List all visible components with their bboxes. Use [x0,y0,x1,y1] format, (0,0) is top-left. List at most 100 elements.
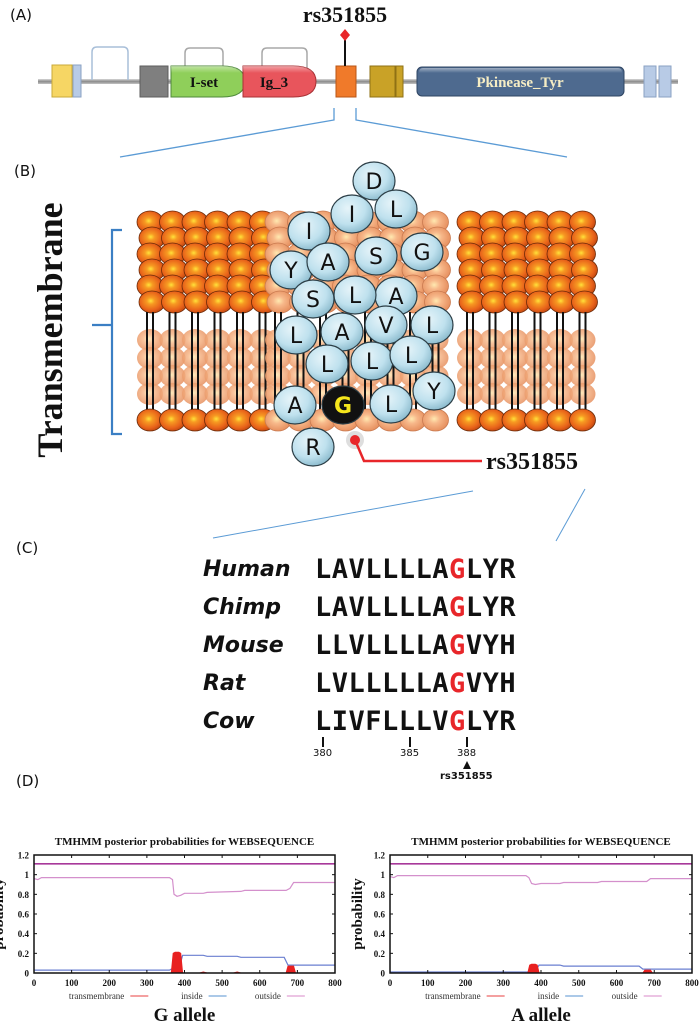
residue-l: L [389,335,433,375]
exon-gray [139,65,169,98]
x-tick-label: 0 [388,978,393,988]
series-outside [389,874,692,886]
lipid-inner [479,329,506,351]
lipid-inner [182,365,208,387]
residue-i: I [287,211,331,251]
lipid-head [569,408,596,432]
lipid-inner [569,329,596,351]
snp-diamond-icon [340,29,350,41]
svg-text:L: L [290,324,303,349]
lipid-inner [227,383,253,405]
snp-residue: G [449,629,466,661]
svg-text:Y: Y [426,380,441,405]
zoom-connector-right [555,488,586,542]
lipid-inner [502,347,528,369]
y-tick-label: 0 [381,969,386,979]
exon-snp-orange [335,65,357,98]
svg-text:S: S [369,245,383,270]
residue-a: A [273,385,317,425]
residue-i: I [330,194,374,234]
zoom-connector-right [355,108,568,158]
lipid-inner [457,329,483,351]
intron-arc [184,47,224,80]
lipid-inner [159,347,186,369]
residue-y: Y [269,250,313,290]
snp-label-alignment: rs351855 [440,771,493,782]
svg-text:I: I [349,203,356,228]
svg-text:S: S [306,288,320,313]
domain-label-i-set: I-set [190,75,218,91]
lipid-inner [457,383,483,405]
residue-s: S [354,236,398,276]
svg-text:G: G [334,394,352,419]
tmhmm-chart-g-allele: TMHMM posterior probabilities for WEBSEQ… [0,836,342,1026]
sequence-post: LYR [465,553,517,585]
lipid-inner [204,383,231,405]
sequence-pre: LAVLLLLA [315,591,450,623]
lipid-inner [182,383,208,405]
lipid-inner [569,383,596,405]
domain-shine [419,68,622,79]
species-name: Chimp [203,594,282,620]
lipid-inner [137,365,163,387]
svg-text:L: L [321,353,334,378]
x-axis-label: G allele [154,1005,216,1026]
x-tick-label: 200 [103,978,117,988]
legend-label-inside: inside [538,991,560,1001]
y-axis-label: probability [0,878,7,950]
y-tick-label: 0.8 [374,890,386,900]
position-tick-380 [322,737,324,747]
y-tick-label: 0.6 [374,910,386,920]
residue-snp-g: G [321,385,365,425]
x-tick-label: 700 [291,978,305,988]
sequence-post: LYR [465,705,517,737]
svg-text:V: V [378,314,393,339]
plot-frame [389,854,693,974]
lipid-inner [569,347,596,369]
sequence-post: VYH [465,667,517,699]
intron-arc [261,47,308,80]
lipid-inner [524,329,551,351]
residue-g: G [400,232,444,272]
y-tick-label: 1 [25,870,30,880]
svg-text:L: L [366,350,379,375]
lipid-inner [182,329,208,351]
lipid-inner [547,365,573,387]
x-tick-label: 800 [685,978,699,988]
x-tick-label: 100 [65,978,79,988]
transmembrane-bracket [92,228,122,436]
y-tick-label: 1 [381,870,386,880]
y-tick-label: 1.2 [18,851,30,861]
legend-label-outside: outside [255,991,281,1001]
sequence-post: LYR [465,591,517,623]
lipid-inner [479,365,506,387]
lipid-inner [502,365,528,387]
svg-text:L: L [349,284,362,309]
lipid-inner [227,329,253,351]
svg-text:Y: Y [283,259,298,284]
sequence: LAVLLLLAGLYR [315,554,516,585]
y-tick-label: 0.2 [374,949,386,959]
sequence: LIVFLLLVGLYR [315,706,516,737]
exon-light-blue [72,64,82,98]
x-tick-label: 400 [534,978,548,988]
lipid-inner [524,383,551,405]
svg-text:G: G [413,241,430,266]
domain-shine [171,66,245,82]
lipid-inner [502,383,528,405]
lipid-inner [524,347,551,369]
x-tick-label: 700 [648,978,662,988]
x-tick-label: 100 [421,978,435,988]
panel-label-b: (B) [14,162,36,180]
exon-light-blue-end [643,65,657,98]
gene-diagram: I-set Ig_3 rs351855 Pkinease_Tyr [38,2,678,158]
x-tick-label: 300 [497,978,511,988]
y-tick-label: 0.8 [18,890,30,900]
svg-text:A: A [334,321,349,346]
species-name: Rat [203,670,246,696]
position-label-380: 380 [313,748,333,759]
